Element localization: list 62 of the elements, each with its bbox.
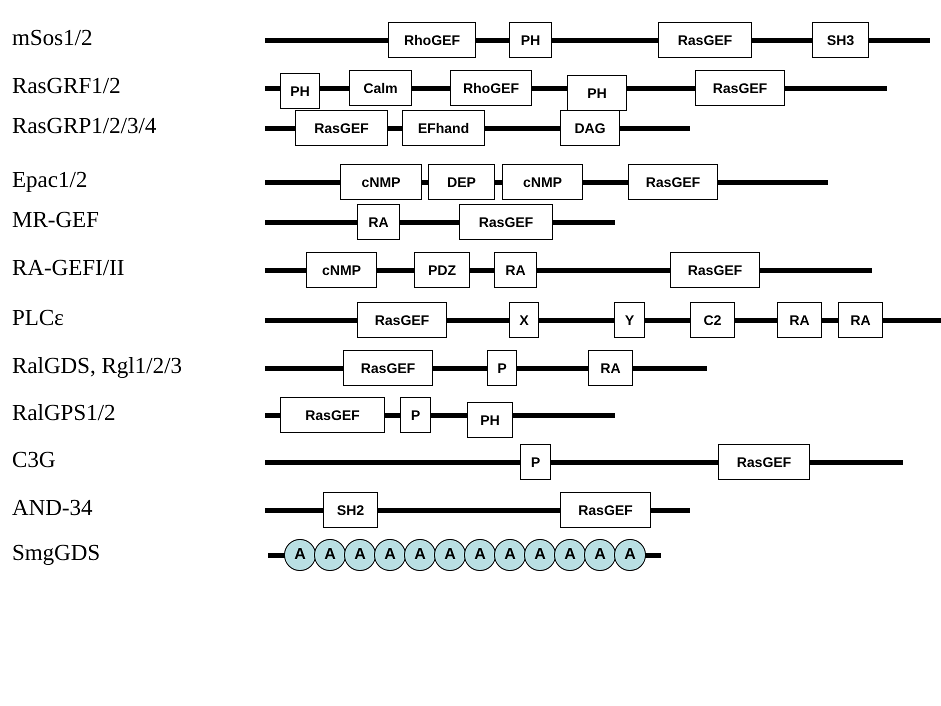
domain-box: Calm (349, 70, 412, 106)
domain-circle: A (344, 539, 376, 571)
domain-box: RhoGEF (388, 22, 476, 58)
domain-circle: A (614, 539, 646, 571)
protein-name: C3G (12, 446, 56, 474)
domain-box: SH2 (323, 492, 378, 528)
domain-box: RasGEF (280, 397, 385, 433)
domain-box: RasGEF (628, 164, 718, 200)
domain-box: RA (777, 302, 822, 338)
domain-box: RasGEF (357, 302, 447, 338)
protein-name: RA-GEFI/II (12, 254, 124, 282)
domain-box: RasGEF (670, 252, 760, 288)
domain-box: cNMP (502, 164, 583, 200)
domain-circle: A (284, 539, 316, 571)
domain-circle: A (524, 539, 556, 571)
domain-box: RasGEF (695, 70, 785, 106)
domain-box: PH (509, 22, 552, 58)
domain-box: cNMP (340, 164, 422, 200)
domain-box: P (487, 350, 517, 386)
domain-circle: A (374, 539, 406, 571)
domain-box: RhoGEF (450, 70, 532, 106)
domain-box: RasGEF (459, 204, 553, 240)
domain-circle: A (404, 539, 436, 571)
protein-name: SmgGDS (12, 539, 100, 567)
protein-name: PLCε (12, 304, 64, 332)
protein-name: Epac1/2 (12, 166, 88, 194)
domain-box: RasGEF (658, 22, 752, 58)
domain-box: PH (467, 402, 513, 438)
domain-box: RasGEF (295, 110, 388, 146)
domain-box: X (509, 302, 539, 338)
domain-box: RA (357, 204, 400, 240)
protein-name: AND-34 (12, 494, 92, 522)
protein-name: mSos1/2 (12, 24, 93, 52)
protein-name: RalGDS, Rgl1/2/3 (12, 352, 182, 380)
domain-box: RasGEF (560, 492, 651, 528)
protein-name: RasGRF1/2 (12, 72, 121, 100)
domain-box: RasGEF (718, 444, 810, 480)
domain-box: PH (567, 75, 627, 111)
protein-name: RasGRP1/2/3/4 (12, 112, 156, 140)
domain-box: DEP (428, 164, 495, 200)
domain-box: SH3 (812, 22, 869, 58)
domain-circle: A (554, 539, 586, 571)
domain-box: RA (838, 302, 883, 338)
domain-box: Y (614, 302, 645, 338)
domain-circle: A (584, 539, 616, 571)
domain-box: DAG (560, 110, 620, 146)
domain-box: RasGEF (343, 350, 433, 386)
domain-circle: A (314, 539, 346, 571)
domain-box: PDZ (414, 252, 470, 288)
domain-circle: A (494, 539, 526, 571)
domain-box: P (520, 444, 551, 480)
domain-box: EFhand (402, 110, 485, 146)
domain-box: P (400, 397, 431, 433)
domain-circle: A (434, 539, 466, 571)
domain-box: PH (280, 73, 320, 109)
protein-name: MR-GEF (12, 206, 99, 234)
domain-box: cNMP (306, 252, 377, 288)
domain-box: RA (494, 252, 537, 288)
domain-box: RA (588, 350, 633, 386)
protein-name: RalGPS1/2 (12, 399, 116, 427)
domain-box: C2 (690, 302, 735, 338)
domain-circle: A (464, 539, 496, 571)
